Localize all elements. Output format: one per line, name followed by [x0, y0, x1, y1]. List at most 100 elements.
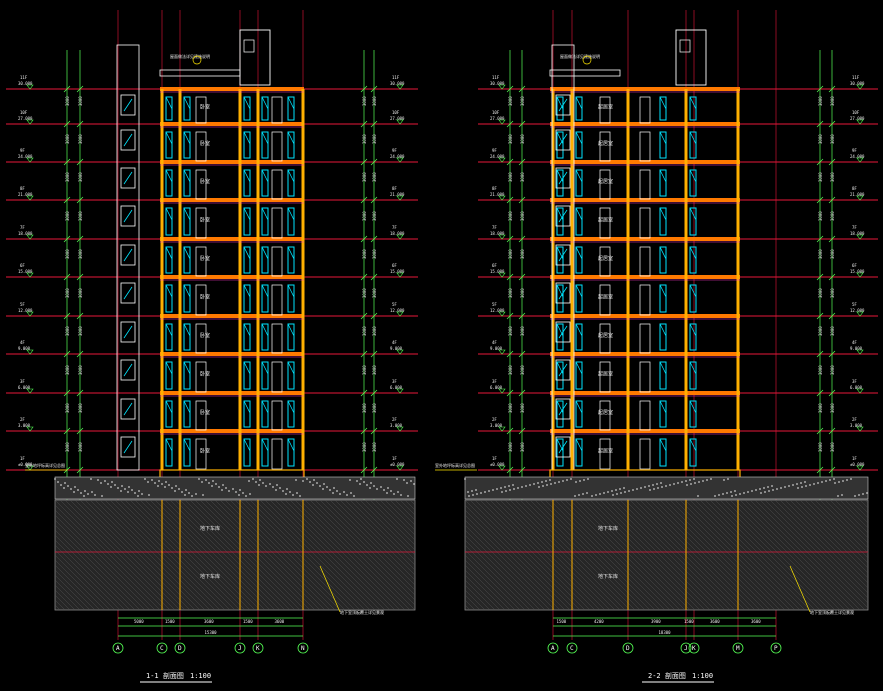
soil-dot	[171, 487, 173, 489]
basement-hatch	[669, 499, 781, 611]
soil-dot	[723, 479, 725, 481]
wall-section	[551, 354, 555, 393]
basement-hatch	[54, 569, 96, 611]
wall-section	[736, 277, 740, 316]
dimension-value-vertical: 3000	[508, 211, 513, 221]
level-triangle-right	[396, 465, 404, 471]
door-elevation	[271, 438, 283, 470]
soil-dot	[299, 495, 301, 497]
wall-section	[160, 124, 164, 162]
soil-dot	[533, 483, 535, 485]
soil-dot	[265, 485, 267, 487]
basement-hatch	[474, 499, 586, 611]
soil-dot	[276, 484, 278, 486]
dimension-value-vertical: 3000	[830, 249, 835, 259]
window-section	[165, 323, 173, 351]
soil-dot	[780, 487, 782, 489]
dimension-value-vertical: 3000	[372, 172, 377, 182]
wall-section	[178, 277, 182, 316]
wall-section	[256, 239, 260, 277]
wall-section	[178, 89, 182, 124]
soil-dot	[292, 494, 294, 496]
dimension-tick	[828, 158, 836, 166]
wall-section	[256, 393, 260, 431]
window-section	[261, 246, 269, 274]
soil-dot	[591, 495, 593, 497]
level-mark-right: 8F	[392, 186, 397, 191]
grid-axis-label: C	[570, 645, 574, 652]
floor-slab	[550, 87, 740, 91]
level-mark-right: 6F	[392, 263, 397, 268]
level-value-left: 3.000	[490, 423, 503, 428]
soil-dot	[295, 479, 297, 481]
basement-hatch	[294, 499, 406, 611]
soil-dot	[259, 479, 261, 481]
basement-hatch	[689, 499, 801, 611]
level-mark-right: 3F	[852, 379, 857, 384]
window-swing	[689, 96, 697, 110]
window-section	[165, 400, 173, 428]
window-section	[575, 323, 583, 351]
stair-window	[555, 359, 571, 381]
level-mark-right: 4F	[392, 340, 397, 345]
wall-section	[626, 316, 630, 354]
wall-section	[178, 431, 182, 470]
basement-hatch	[139, 499, 251, 611]
dimension-value-vertical: 3000	[65, 326, 70, 336]
room-label: 卧室	[200, 371, 210, 378]
wall-section	[301, 277, 305, 316]
basement-hatch	[204, 499, 316, 611]
window-section	[287, 169, 295, 197]
soil-dot	[690, 483, 692, 485]
level-mark-left: 9F	[492, 148, 497, 153]
soil-dot	[387, 487, 389, 489]
soil-dot	[578, 494, 580, 496]
dimension-tick	[360, 158, 368, 166]
level-mark-left: 4F	[20, 340, 25, 345]
soil-dot	[665, 485, 667, 487]
basement-hatch	[84, 499, 196, 611]
basement-hatch	[794, 499, 869, 574]
basement-hatch	[464, 584, 491, 611]
soil-dot	[107, 483, 109, 485]
stair-window-mark	[558, 248, 568, 262]
level-triangle-left	[498, 119, 506, 125]
floor-slab	[160, 314, 304, 318]
level-mark-right: 3F	[392, 379, 397, 384]
stair-window	[120, 321, 136, 343]
dimension-value-vertical: 3000	[818, 96, 823, 106]
basement-hatch	[244, 499, 356, 611]
window-swing	[183, 323, 191, 337]
wall-section	[551, 200, 555, 239]
soil-dot	[306, 478, 308, 480]
basement-hatch	[554, 499, 666, 611]
level-value-left: 6.000	[18, 385, 31, 390]
window-section	[183, 400, 191, 428]
basement-hatch	[674, 499, 786, 611]
dimension-tick	[518, 427, 526, 435]
soil-dot	[349, 479, 351, 481]
wall-section	[551, 316, 555, 354]
basement-hatch	[559, 499, 671, 611]
soil-dot	[386, 492, 388, 494]
basement-hatch	[464, 549, 526, 611]
soil-dot	[525, 485, 527, 487]
basement-hatch	[334, 499, 416, 581]
basement-hatch	[54, 589, 76, 611]
wall-section	[238, 124, 242, 162]
dimension-value-vertical: 3000	[65, 172, 70, 182]
basement-hatch	[344, 499, 416, 571]
basement-hatch	[819, 499, 869, 549]
basement-hatch	[464, 534, 541, 611]
level-triangle-left	[26, 426, 34, 432]
dimension-value-vertical: 3000	[372, 365, 377, 375]
dimension-value-vertical: 3000	[362, 288, 367, 298]
dimension-value-vertical: 3000	[65, 96, 70, 106]
soil-dot	[228, 490, 230, 492]
window-section	[287, 131, 295, 159]
dimension-value-vertical: 3000	[362, 442, 367, 452]
wall-section	[626, 239, 630, 277]
window-section	[183, 207, 191, 236]
soil-dot	[285, 493, 287, 495]
soil-dot	[586, 492, 588, 494]
